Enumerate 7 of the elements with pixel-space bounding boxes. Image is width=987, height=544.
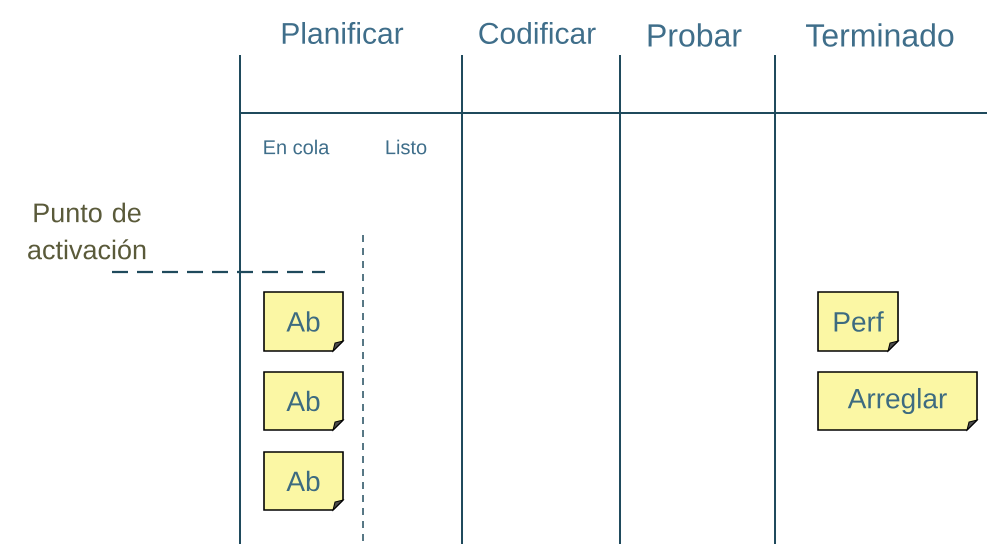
sub-column-heading: En cola [264,140,330,154]
sub-column-heading: Listo [386,140,426,154]
column-heading: Codificar [479,22,596,44]
column-heading: Terminado [806,23,954,47]
trigger-label: Punto de activación [28,202,146,260]
column-heading: Planificar [282,22,404,44]
column-heading: Probar [648,23,742,47]
